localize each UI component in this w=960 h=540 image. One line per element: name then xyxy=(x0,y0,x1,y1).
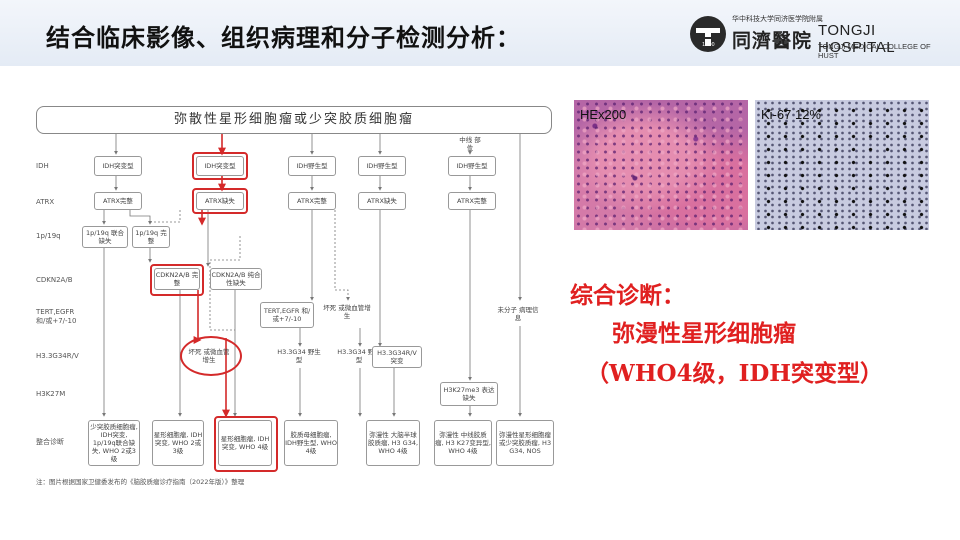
row-label-atrx: ATRX xyxy=(36,198,55,206)
diagnosis-line1: 弥漫性星形细胞瘤 xyxy=(612,320,796,347)
node-cdkn-intact: CDKN2A/B 完整 xyxy=(154,268,200,290)
node-tert-egfr: TERT,EGFR 和/或+7/-10 xyxy=(260,302,314,328)
highlight-necrosis xyxy=(180,336,242,376)
diagnosis-astrocytoma-grade23: 星形细胞瘤, IDH突变, WHO 2或3级 xyxy=(152,420,204,466)
logo-cn-name: 同濟醫院 xyxy=(732,30,813,52)
row-label-idh: IDH xyxy=(36,162,49,170)
node-idh-wildtype-3: IDH野生型 xyxy=(448,156,496,176)
node-cdkn-deleted: CDKN2A/B 纯合性缺失 xyxy=(210,268,262,290)
he-stain-image: HEx200 xyxy=(574,100,748,230)
he-label: HEx200 xyxy=(580,107,627,122)
node-idh-mutant-1: IDH突变型 xyxy=(94,156,142,176)
node-h3g34-mutant: H3.3G34R/V 突变 xyxy=(372,346,422,368)
node-h3g34-wt-2: H3.3G34 野生型 xyxy=(337,348,381,364)
node-necrosis-right: 坏死 或微血管增生 xyxy=(323,304,371,320)
diagnosis-glioblastoma: 胶质母细胞瘤, IDH野生型, WHO 4级 xyxy=(284,420,338,466)
node-atrx-loss-2: ATRX缺失 xyxy=(358,192,406,210)
highlight-cdkn-intact xyxy=(150,264,204,296)
node-atrx-loss-1: ATRX缺失 xyxy=(196,192,244,210)
node-atrx-intact-3: ATRX完整 xyxy=(448,192,496,210)
node-idh-wildtype-1: IDH野生型 xyxy=(288,156,336,176)
row-label-tert: TERT,EGFR 和/或+7/-10 xyxy=(36,308,77,325)
ki67-stain-image: Ki-67 12% xyxy=(755,100,929,230)
node-1p19q-codeleted: 1p/19q 联合缺失 xyxy=(82,226,128,248)
diagnosis-hemispheric-glioma: 弥漫性 大脑半球胶质瘤, H3 G34, WHO 4级 xyxy=(366,420,420,466)
highlight-atrx-loss xyxy=(192,188,248,214)
diagnosis-heading: 综合诊断： xyxy=(570,282,685,309)
midline-label: 中线 部位 xyxy=(459,136,481,152)
row-label-cdkn: CDKN2A/B xyxy=(36,276,73,284)
diagnosis-line2: （WHO4级，IDH突变型） xyxy=(586,360,884,387)
highlight-idh-mutant xyxy=(192,152,248,180)
slide-title: 结合临床影像、组织病理和分子检测分析： xyxy=(46,23,521,52)
header-band xyxy=(0,0,960,66)
diagnosis-oligodendroglioma: 少突胶质细胞瘤, IDH突变, 1p/19q联合缺失, WHO 2或3级 xyxy=(88,420,140,466)
node-h3g34-wt-1: H3.3G34 野生型 xyxy=(277,348,321,364)
tongji-emblem-icon xyxy=(690,16,726,52)
flowchart-footnote: 注：图片根据国家卫健委发布的《脑胶质瘤诊疗指南（2022年版）》整理 xyxy=(36,478,245,486)
row-label-h3g34: H3.3G34R/V xyxy=(36,352,79,360)
logo-en-sub: TONGJI MEDICAL COLLEGE OF HUST xyxy=(818,42,931,60)
diagnosis-flowchart: 弥散性星形细胞瘤或少突胶质细胞瘤 IDH ATRX 1p/19q CDKN2A/… xyxy=(30,100,560,490)
row-label-1p19q: 1p/19q xyxy=(36,232,61,240)
node-no-molecular: 未分子 病理信息 xyxy=(497,306,539,322)
highlight-diagnosis-grade4 xyxy=(214,416,278,472)
row-label-integrated: 整合诊断 xyxy=(36,438,64,446)
hospital-logo: 1900 华中科技大学同济医学院附属 同濟醫院 TONGJI HOSPITAL … xyxy=(688,12,952,60)
diagnosis-midline-glioma: 弥漫性 中线胶质瘤, H3 K27变异型, WHO 4级 xyxy=(434,420,492,466)
logo-year: 1900 xyxy=(702,42,715,48)
ki67-label: Ki-67 12% xyxy=(761,107,821,122)
node-idh-mutant-2: IDH突变型 xyxy=(196,156,244,176)
node-atrx-intact-1: ATRX完整 xyxy=(94,192,142,210)
logo-en-name: TONGJI HOSPITAL xyxy=(818,22,896,56)
node-1p19q-intact: 1p/19q 完整 xyxy=(132,226,170,248)
diagnosis-astrocytoma-grade4: 星形细胞瘤, IDH突变, WHO 4级 xyxy=(218,420,272,466)
node-atrx-intact-2: ATRX完整 xyxy=(288,192,336,210)
flowchart-title: 弥散性星形细胞瘤或少突胶质细胞瘤 xyxy=(36,106,552,134)
diagnosis-nos: 弥漫性星形细胞瘤或少突胶质瘤, H3 G34, NOS xyxy=(496,420,554,466)
logo-top-text: 华中科技大学同济医学院附属 xyxy=(732,15,823,23)
row-label-h3k27: H3K27M xyxy=(36,390,66,398)
node-h3k27me3-loss: H3K27me3 表达缺失 xyxy=(440,382,498,406)
node-idh-wildtype-2: IDH野生型 xyxy=(358,156,406,176)
